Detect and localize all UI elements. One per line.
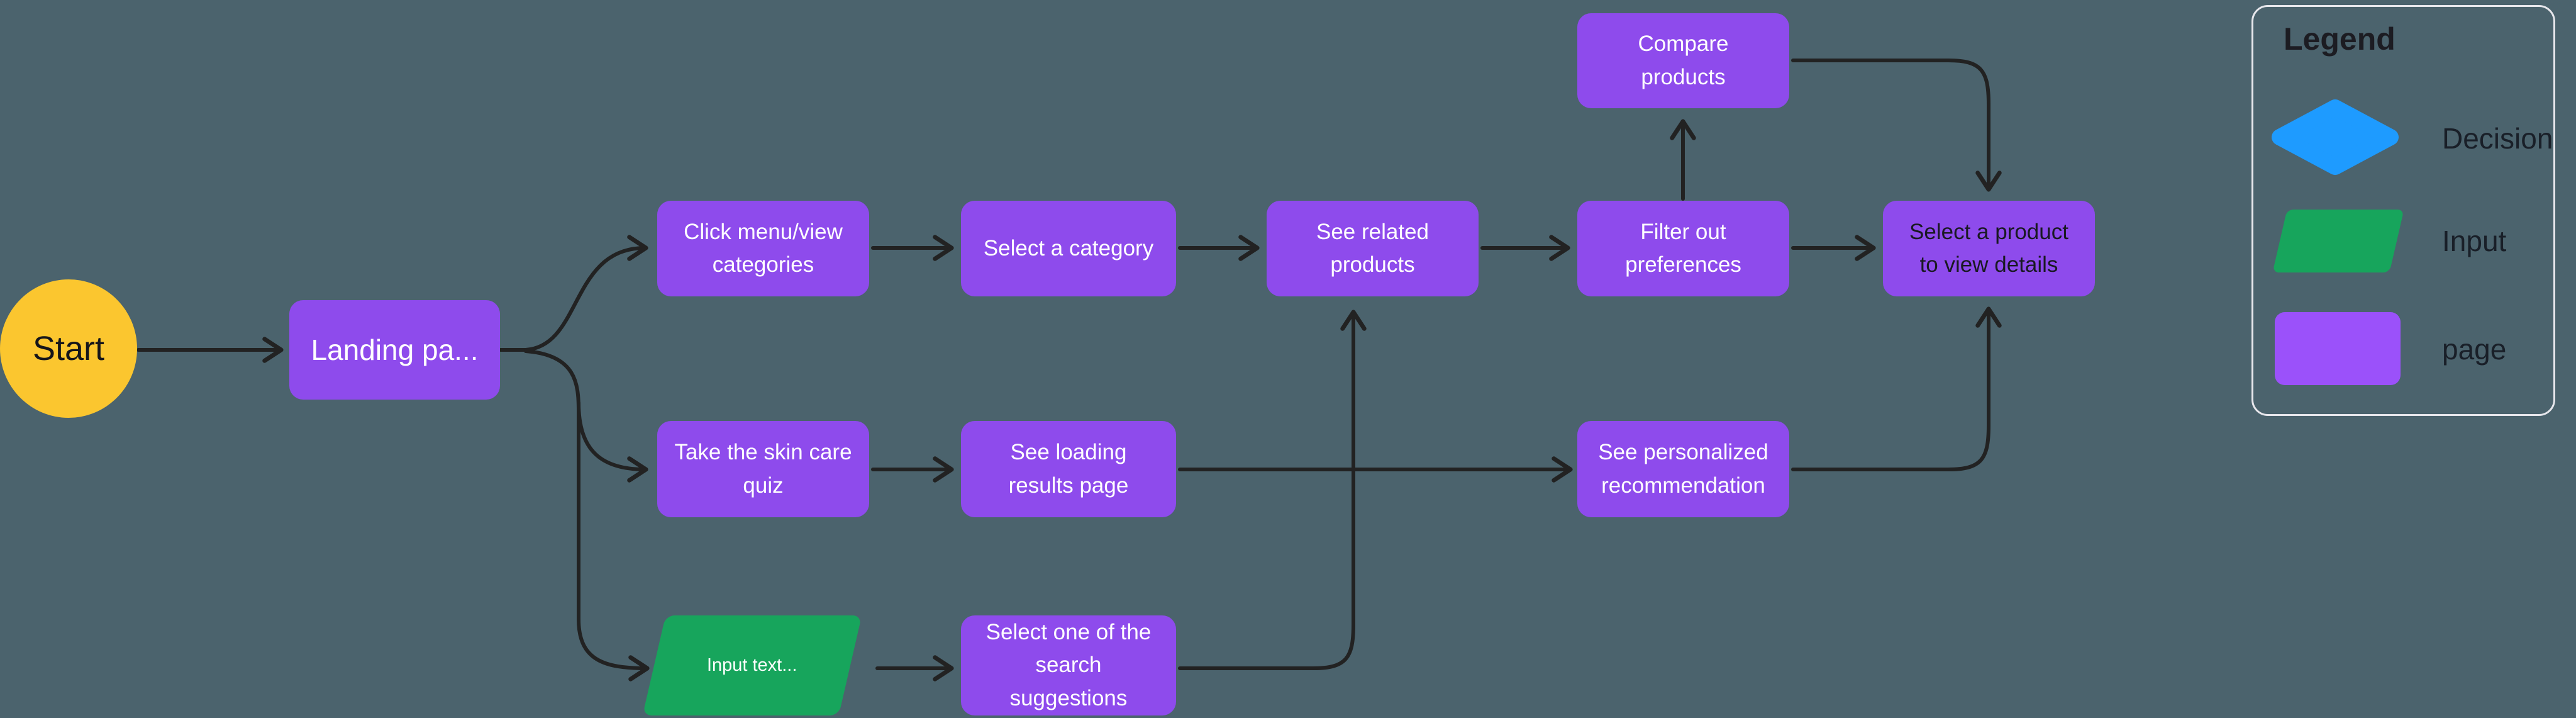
node-input-text[interactable]: Input text... bbox=[642, 615, 862, 715]
node-take-the-skin-care-quiz[interactable]: Take the skin care quiz bbox=[657, 421, 869, 517]
legend-label-input: Input bbox=[2442, 225, 2507, 257]
node-landing-page[interactable]: Landing pa... bbox=[289, 300, 500, 400]
input-text-label: Input text... bbox=[707, 654, 797, 675]
edge-compare-product bbox=[1791, 59, 2002, 192]
edge-landing-quiz bbox=[577, 401, 648, 483]
legend-label-page: page bbox=[2442, 333, 2507, 366]
node-see-personalized-recommendation[interactable]: See personalized recommendation bbox=[1577, 421, 1789, 517]
edge-landing-descent bbox=[524, 349, 580, 621]
edge-suggestion-related bbox=[1178, 310, 1367, 670]
node-select-a-product-to-view-details[interactable]: Select a product to view details bbox=[1883, 201, 2095, 296]
edge-landing-clickmenu bbox=[524, 235, 648, 352]
node-select-a-category[interactable]: Select a category bbox=[961, 201, 1176, 296]
node-see-related-products[interactable]: See related products bbox=[1267, 201, 1479, 296]
node-filter-out-preferences[interactable]: Filter out preferences bbox=[1577, 201, 1789, 296]
legend-title: Legend bbox=[2284, 21, 2396, 57]
legend-panel: Legend Decision Input page bbox=[2251, 5, 2555, 416]
node-see-loading-results-page[interactable]: See loading results page bbox=[961, 421, 1176, 517]
edge-personalized-product bbox=[1791, 306, 2002, 471]
edge-landing-input bbox=[577, 617, 650, 682]
page-rectangle-icon bbox=[2275, 312, 2401, 385]
legend-label-decision: Decision bbox=[2442, 122, 2553, 155]
input-parallelogram-icon bbox=[2272, 210, 2404, 272]
node-compare-products[interactable]: Compare products bbox=[1577, 13, 1789, 108]
decision-diamond-icon bbox=[2272, 99, 2399, 175]
node-select-one-of-the-search-suggestions[interactable]: Select one of the search suggestions bbox=[961, 615, 1176, 715]
node-start[interactable]: Start bbox=[0, 279, 137, 418]
node-click-menu-view-categories[interactable]: Click menu/view categories bbox=[657, 201, 869, 296]
